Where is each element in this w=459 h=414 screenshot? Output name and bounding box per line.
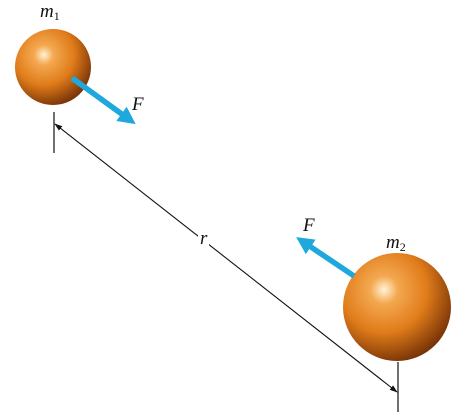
mass1-symbol: m <box>40 1 54 22</box>
mass1-sphere <box>15 29 91 105</box>
mass2-subscript: 2 <box>399 240 406 254</box>
distance-dimension-line <box>54 123 398 393</box>
distance-label: r <box>198 228 210 249</box>
mass1-subscript: 1 <box>53 9 60 23</box>
force-label-mass2: F <box>303 215 315 236</box>
mass2-symbol: m <box>386 232 400 253</box>
force-arrow-mass2 <box>296 237 356 279</box>
mass1-label: m1 <box>40 2 60 22</box>
mass2-label: m2 <box>386 233 406 253</box>
mass2-sphere <box>343 253 451 361</box>
force-label-mass1: F <box>132 94 144 115</box>
force-arrow-mass1 <box>70 75 136 125</box>
